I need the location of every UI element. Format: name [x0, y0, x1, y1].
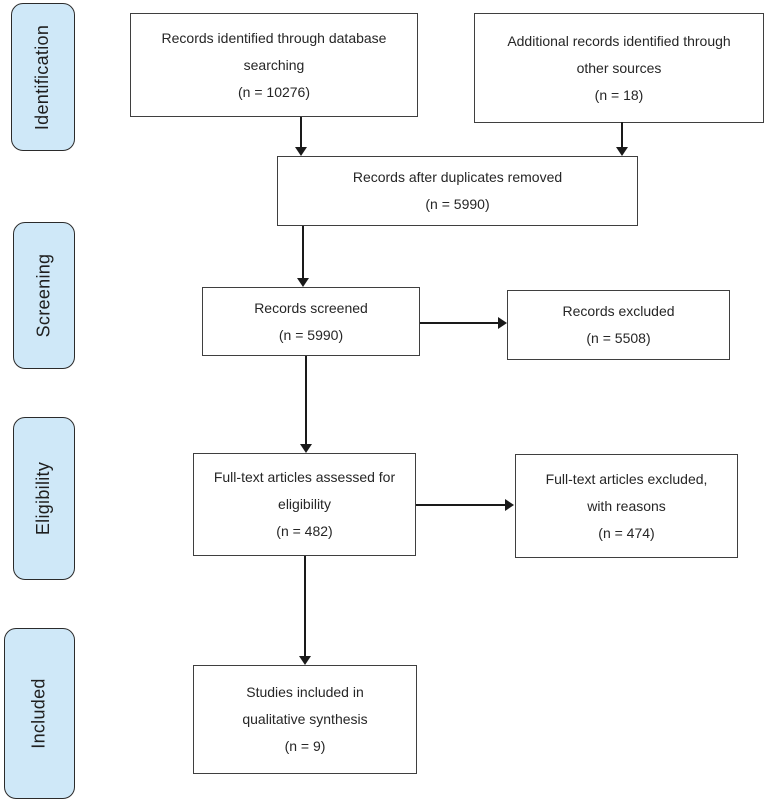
box-text-line: Full-text articles excluded,: [545, 470, 708, 487]
box-text-line: qualitative synthesis: [242, 711, 368, 727]
arrow-shaft: [621, 122, 623, 147]
box-text-line: eligibility: [278, 496, 331, 512]
arrow-shaft: [302, 226, 304, 278]
arrow-additional-to-duplicates: [616, 122, 628, 156]
box-count-line: (n = 5990): [425, 196, 490, 212]
arrow-identified-to-duplicates: [295, 117, 307, 156]
stage-identification-label: Identification: [32, 24, 53, 130]
arrow-screened-to-excluded: [420, 317, 507, 329]
box-duplicates-removed: Records after duplicates removed (n = 59…: [277, 156, 638, 226]
box-studies-included: Studies included in qualitative synthesi…: [193, 665, 417, 774]
box-fulltext-assessed: Full-text articles assessed for eligibil…: [193, 453, 416, 556]
arrow-shaft: [304, 556, 306, 656]
stage-included: Included: [4, 628, 75, 799]
arrow-shaft: [300, 117, 302, 147]
stage-screening-label: Screening: [33, 253, 54, 338]
box-text-line: Records screened: [254, 299, 368, 316]
box-text-line: other sources: [576, 59, 662, 76]
box-records-screened: Records screened (n = 5990): [202, 287, 420, 356]
box-text-line: Full-text articles assessed for: [213, 469, 396, 485]
box-count-line: (n = 9): [284, 738, 326, 754]
arrow-shaft: [416, 504, 505, 506]
stage-screening: Screening: [13, 222, 75, 369]
arrow-assessed-to-included: [299, 556, 311, 665]
box-text-line: with reasons: [587, 497, 666, 514]
box-text-line: Studies included in: [246, 684, 364, 700]
box-text-line: Records excluded: [562, 303, 675, 319]
arrow-screened-to-assessed: [300, 356, 312, 453]
box-count-line: (n = 482): [276, 523, 333, 539]
box-text-line: Records identified through database: [161, 29, 387, 46]
box-count-line: (n = 5990): [278, 326, 344, 343]
box-additional-records: Additional records identified through ot…: [474, 13, 764, 123]
arrow-right-head-icon: [498, 317, 507, 329]
box-records-excluded: Records excluded (n = 5508): [507, 290, 730, 360]
stage-eligibility-label: Eligibility: [33, 461, 54, 536]
arrow-assessed-to-fulltext-excluded: [416, 499, 514, 511]
box-records-identified: Records identified through database sear…: [130, 13, 418, 117]
arrow-down-head-icon: [299, 656, 311, 665]
arrow-right-head-icon: [505, 499, 514, 511]
arrow-down-head-icon: [295, 147, 307, 156]
arrow-down-head-icon: [300, 444, 312, 453]
box-text-line: searching: [243, 56, 305, 73]
box-text-line: Records after duplicates removed: [352, 169, 563, 185]
box-count-line: (n = 10276): [238, 83, 310, 100]
stage-included-label: Included: [29, 678, 49, 749]
arrow-duplicates-to-screened: [297, 226, 309, 287]
arrow-shaft: [305, 356, 307, 444]
arrow-down-head-icon: [616, 147, 628, 156]
arrow-down-head-icon: [297, 278, 309, 287]
stage-eligibility: Eligibility: [13, 417, 75, 580]
arrow-shaft: [420, 322, 498, 324]
box-count-line: (n = 18): [594, 86, 644, 103]
box-count-line: (n = 474): [598, 524, 655, 541]
box-fulltext-excluded: Full-text articles excluded, with reason…: [515, 454, 738, 558]
box-count-line: (n = 5508): [586, 330, 651, 346]
stage-identification: Identification: [11, 3, 75, 151]
box-text-line: Additional records identified through: [507, 32, 731, 49]
